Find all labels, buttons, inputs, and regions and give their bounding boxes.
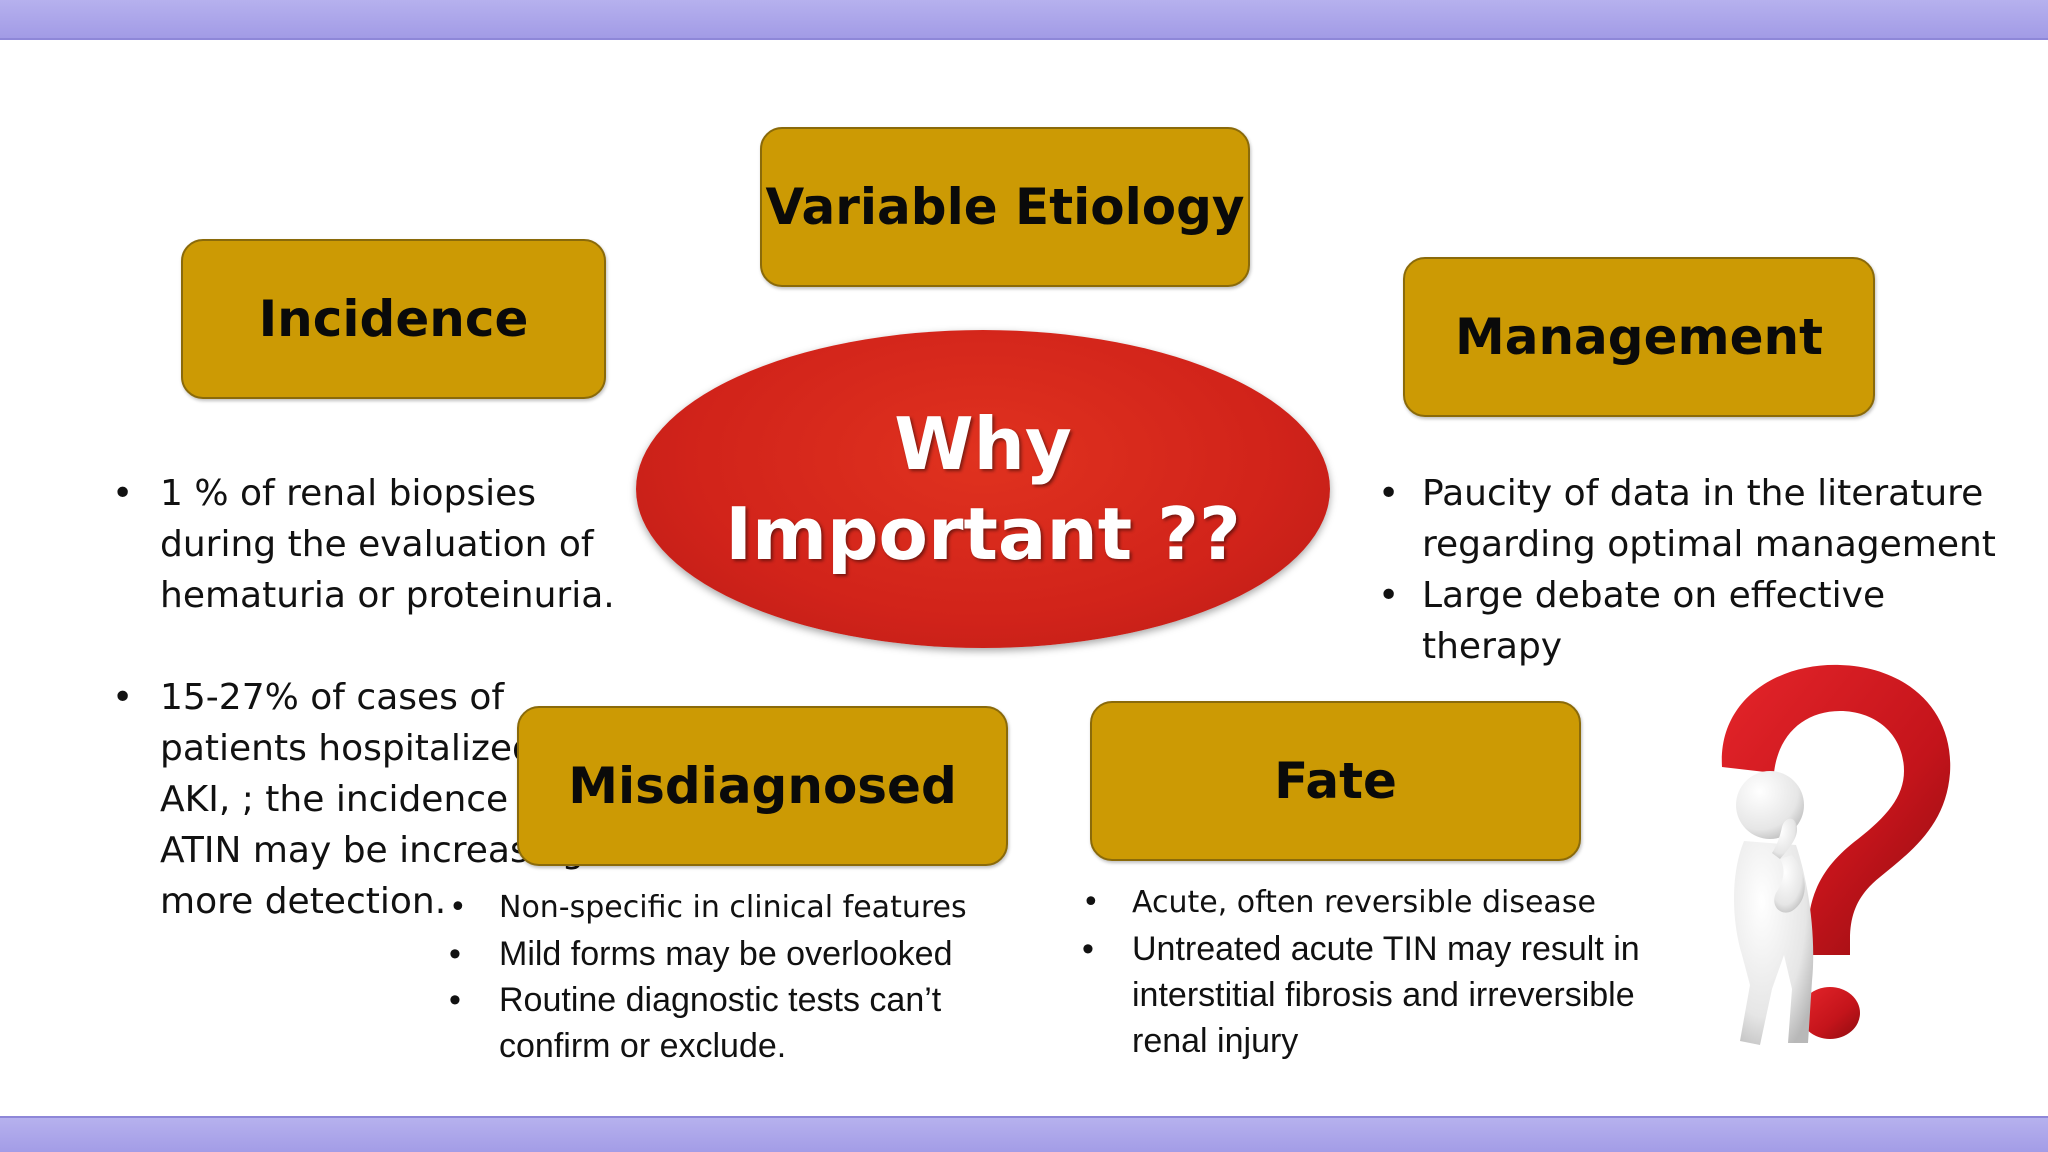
- list-item: Routine diagnostic tests can’t confirm o…: [449, 977, 1029, 1069]
- list-item: Untreated acute TIN may result in inters…: [1082, 926, 1642, 1064]
- topic-variable-etiology: Variable Etiology: [760, 127, 1250, 287]
- list-item: 1 % of renal biopsies during the evaluat…: [112, 468, 632, 621]
- misdiagnosed-list: Non-specific in clinical features Mild f…: [449, 885, 1029, 1069]
- thinking-person-question-mark-icon: [1721, 664, 1951, 1045]
- topic-fate: Fate: [1090, 701, 1581, 861]
- list-item: Acute, often reversible disease: [1082, 880, 1642, 926]
- bottom-band: [0, 1116, 2048, 1152]
- list-item: Mild forms may be overlooked: [449, 931, 1029, 977]
- center-why-important: Why Important ??: [636, 330, 1330, 648]
- top-band: [0, 0, 2048, 40]
- center-line-2: Important ??: [725, 492, 1241, 576]
- topic-management: Management: [1403, 257, 1875, 417]
- management-list: Paucity of data in the literature regard…: [1374, 468, 2034, 672]
- topic-misdiagnosed: Misdiagnosed: [517, 706, 1008, 866]
- list-item: Paucity of data in the literature regard…: [1374, 468, 2034, 570]
- list-item: Large debate on effective therapy: [1374, 570, 2034, 672]
- list-item: Non-specific in clinical features: [449, 885, 1029, 931]
- center-line-1: Why: [894, 402, 1072, 486]
- fate-list: Acute, often reversible disease Untreate…: [1082, 880, 1642, 1064]
- topic-incidence: Incidence: [181, 239, 606, 399]
